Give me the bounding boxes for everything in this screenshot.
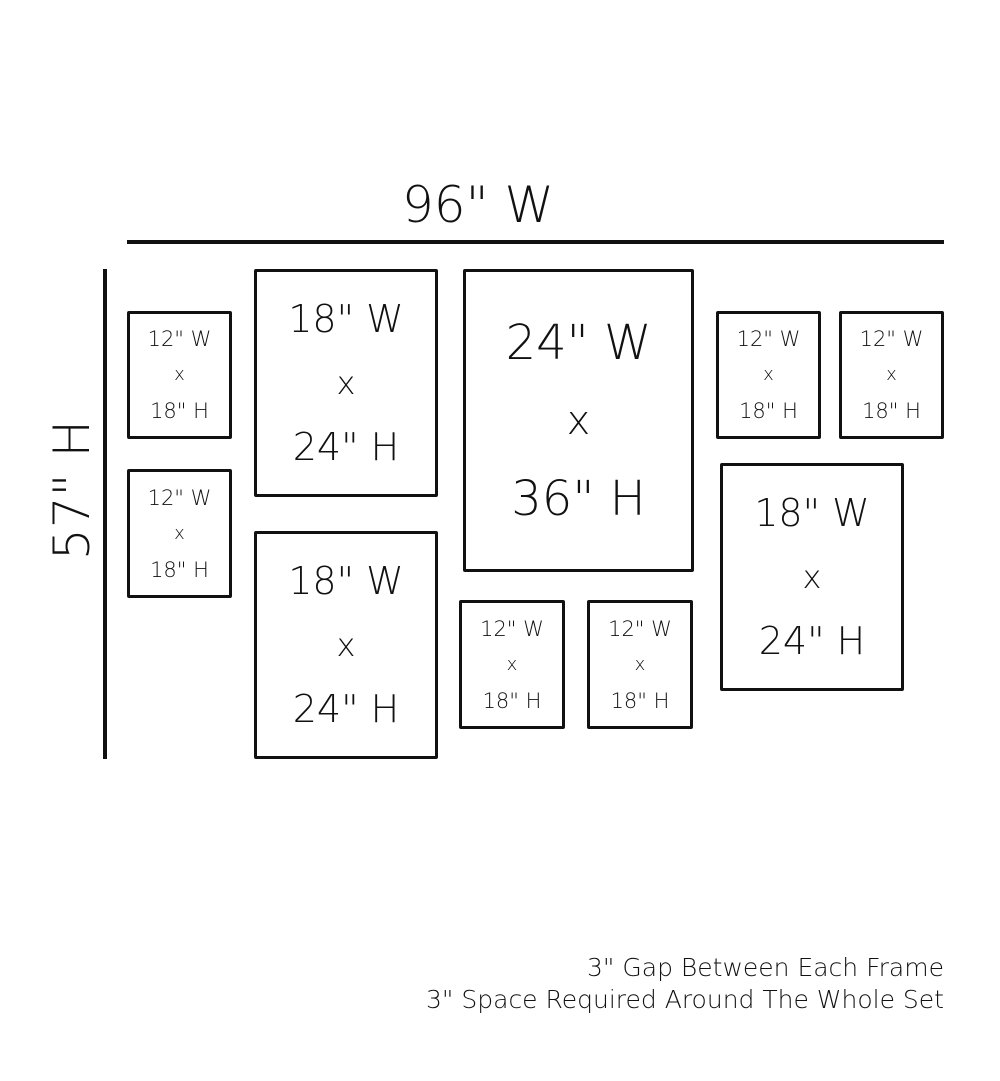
frame-width: 24" W [505,314,652,371]
frame-times: x [506,653,518,675]
frame-height: 18" H [739,399,798,423]
frame-height: 24" H [292,687,400,731]
total-width-label: 96" W [402,176,554,234]
frame-height: 18" H [150,399,209,423]
total-height-label: 57" H [43,419,101,561]
frame-12x18: 12" W x 18" H [127,311,232,439]
frame-height: 24" H [292,425,400,469]
width-dimension-line [127,240,944,244]
frame-12x18: 12" W x 18" H [459,600,565,729]
frame-24x36: 24" W x 36" H [463,269,694,572]
frame-width: 12" W [608,616,672,641]
frame-times: x [336,626,356,664]
frame-width: 18" W [288,559,404,603]
frame-12x18: 12" W x 18" H [127,469,232,598]
gap-note: 3" Gap Between Each Frame [587,953,944,982]
height-dimension-line [103,269,107,759]
frame-times: x [763,364,774,385]
frame-18x24: 18" W x 24" H [720,463,904,691]
frame-width: 12" W [859,327,924,351]
frame-times: x [174,522,185,544]
frame-18x24: 18" W x 24" H [254,269,438,497]
frame-height: 18" H [150,557,209,582]
space-note: 3" Space Required Around The Whole Set [426,985,944,1014]
frame-height: 18" H [862,399,921,423]
frame-width: 12" W [480,616,544,641]
frame-height: 24" H [758,619,866,663]
frame-times: x [336,364,356,402]
frame-18x24: 18" W x 24" H [254,531,438,759]
frame-12x18: 12" W x 18" H [587,600,693,729]
frame-times: x [174,364,185,385]
frame-height: 18" H [482,688,542,713]
frame-times: x [566,397,591,444]
frame-height: 36" H [511,470,646,527]
frame-width: 12" W [147,485,212,510]
frame-width: 12" W [147,327,212,351]
frame-width: 12" W [736,327,801,351]
frame-times: x [802,558,822,596]
frame-times: x [634,653,646,675]
frame-times: x [886,364,897,385]
frame-12x18: 12" W x 18" H [839,311,944,439]
frame-width: 18" W [754,491,870,535]
frame-width: 18" W [288,297,404,341]
frame-height: 18" H [610,688,670,713]
frame-12x18: 12" W x 18" H [716,311,821,439]
